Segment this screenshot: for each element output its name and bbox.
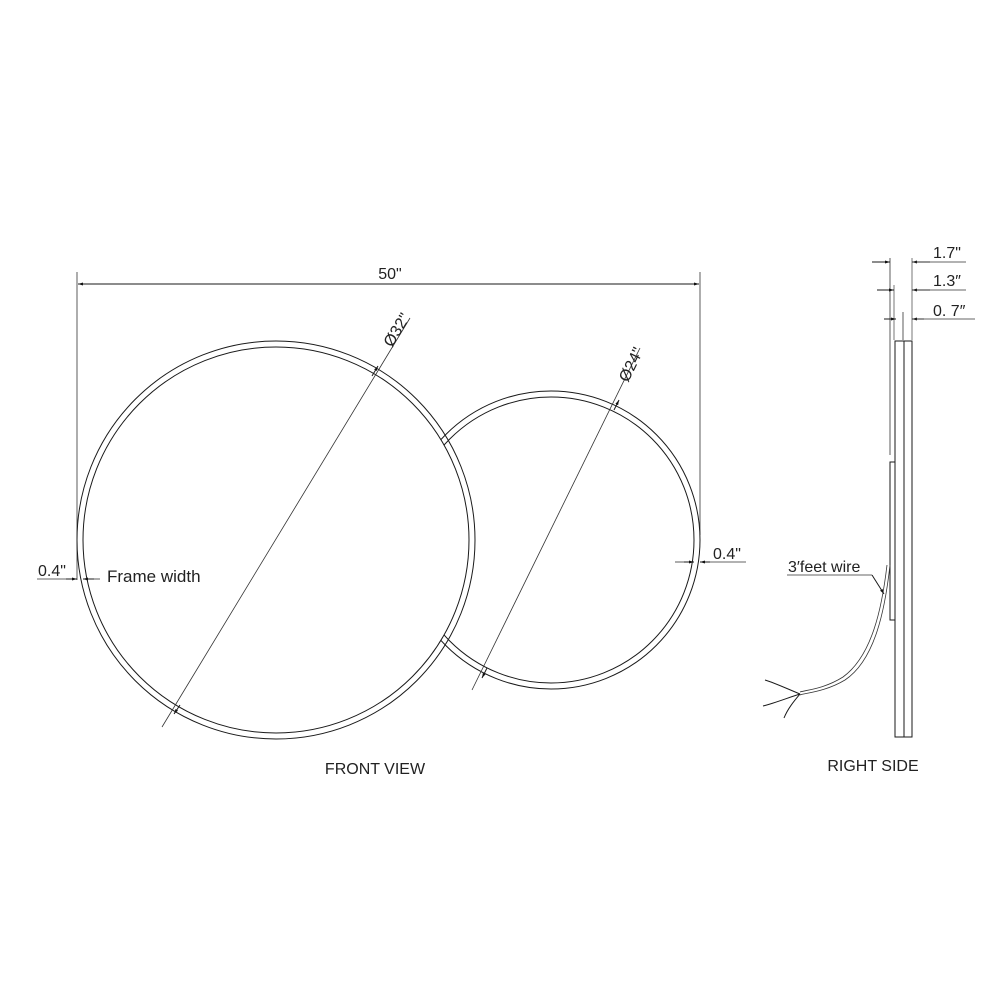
right-frame-width-dimension: 0.4" bbox=[675, 546, 746, 564]
front-view-title: FRONT VIEW bbox=[325, 761, 426, 778]
large-diameter-dimension: Ø32" bbox=[161, 311, 414, 728]
large-round-mirror bbox=[76, 340, 476, 740]
overall-width-label: 50" bbox=[378, 266, 401, 283]
mirror-glass-profile bbox=[894, 340, 905, 738]
depth-value-2: 1.3″ bbox=[933, 273, 961, 290]
right-side-view: 1.7" 1.3″ 0. 7″ 3′feet w bbox=[762, 245, 975, 775]
depth-dimension-1: 1.7" bbox=[872, 245, 966, 264]
large-diameter-label: Ø32" bbox=[381, 311, 414, 351]
frame-width-label: Frame width bbox=[107, 567, 201, 586]
overall-width-dimension: 50" bbox=[76, 266, 701, 580]
right-side-title: RIGHT SIDE bbox=[827, 758, 918, 775]
front-view: 50" Ø32" bbox=[37, 266, 746, 778]
depth-dimension-2: 1.3″ bbox=[877, 273, 966, 292]
power-wire bbox=[762, 564, 891, 719]
left-frame-width-value: 0.4" bbox=[38, 563, 66, 580]
depth-value-1: 1.7" bbox=[933, 245, 961, 262]
small-diameter-label: Ø24" bbox=[616, 345, 647, 385]
right-frame-width-value: 0.4" bbox=[713, 546, 741, 563]
small-round-mirror bbox=[401, 390, 701, 690]
mounting-bracket-profile bbox=[889, 461, 896, 621]
mirror-frame-profile bbox=[903, 340, 913, 738]
depth-dimension-3: 0. 7″ bbox=[884, 303, 975, 321]
depth-value-3: 0. 7″ bbox=[933, 303, 966, 320]
wire-label: 3′feet wire bbox=[788, 559, 860, 576]
left-frame-width-dimension: 0.4" Frame width bbox=[37, 563, 201, 586]
